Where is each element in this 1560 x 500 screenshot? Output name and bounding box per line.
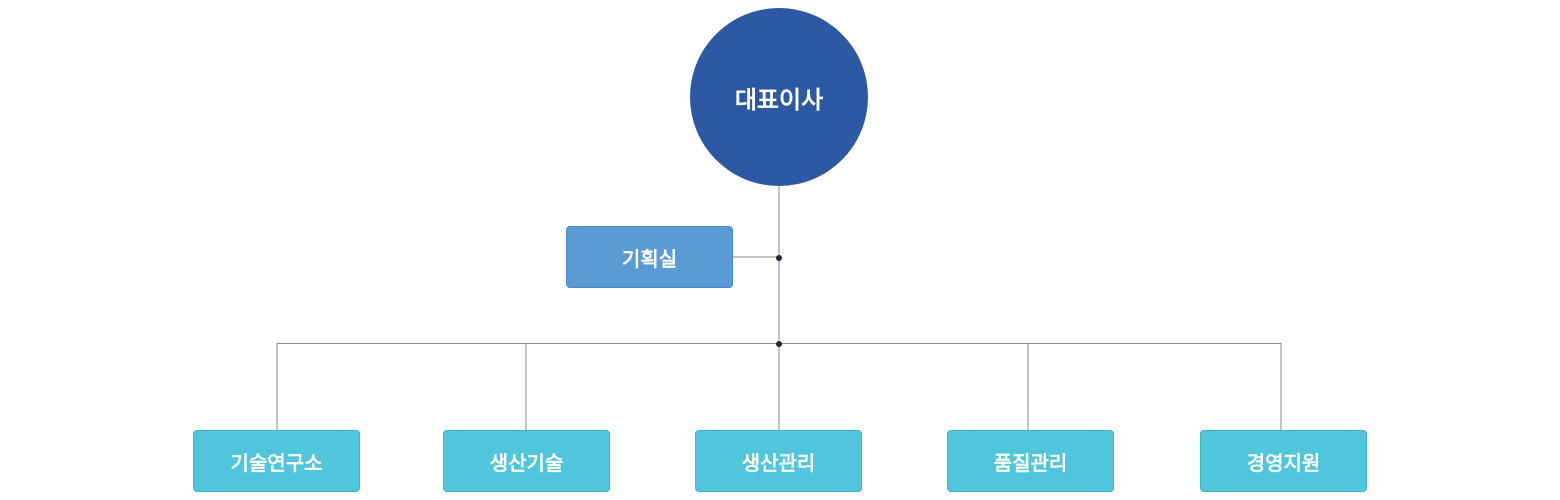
department-junction-dot (776, 341, 782, 347)
department-label: 생산기술 (489, 450, 564, 475)
department-node-quality: 품질관리 (947, 430, 1114, 492)
department-label: 경영지원 (1246, 450, 1321, 475)
staff-junction-dot (776, 255, 782, 261)
ceo-node: 대표이사 (690, 8, 868, 186)
ceo-label: 대표이사 (734, 85, 824, 114)
planning-office-label: 기획실 (621, 246, 678, 271)
planning-office-node: 기획실 (566, 226, 733, 288)
department-node-production-mgmt: 생산관리 (695, 430, 862, 492)
department-node-management-support: 경영지원 (1200, 430, 1367, 492)
department-label: 기술연구소 (230, 450, 323, 475)
department-node-production-tech: 생산기술 (443, 430, 610, 492)
department-label: 품질관리 (993, 450, 1068, 475)
department-node-rnd: 기술연구소 (193, 430, 360, 492)
department-label: 생산관리 (741, 450, 816, 475)
